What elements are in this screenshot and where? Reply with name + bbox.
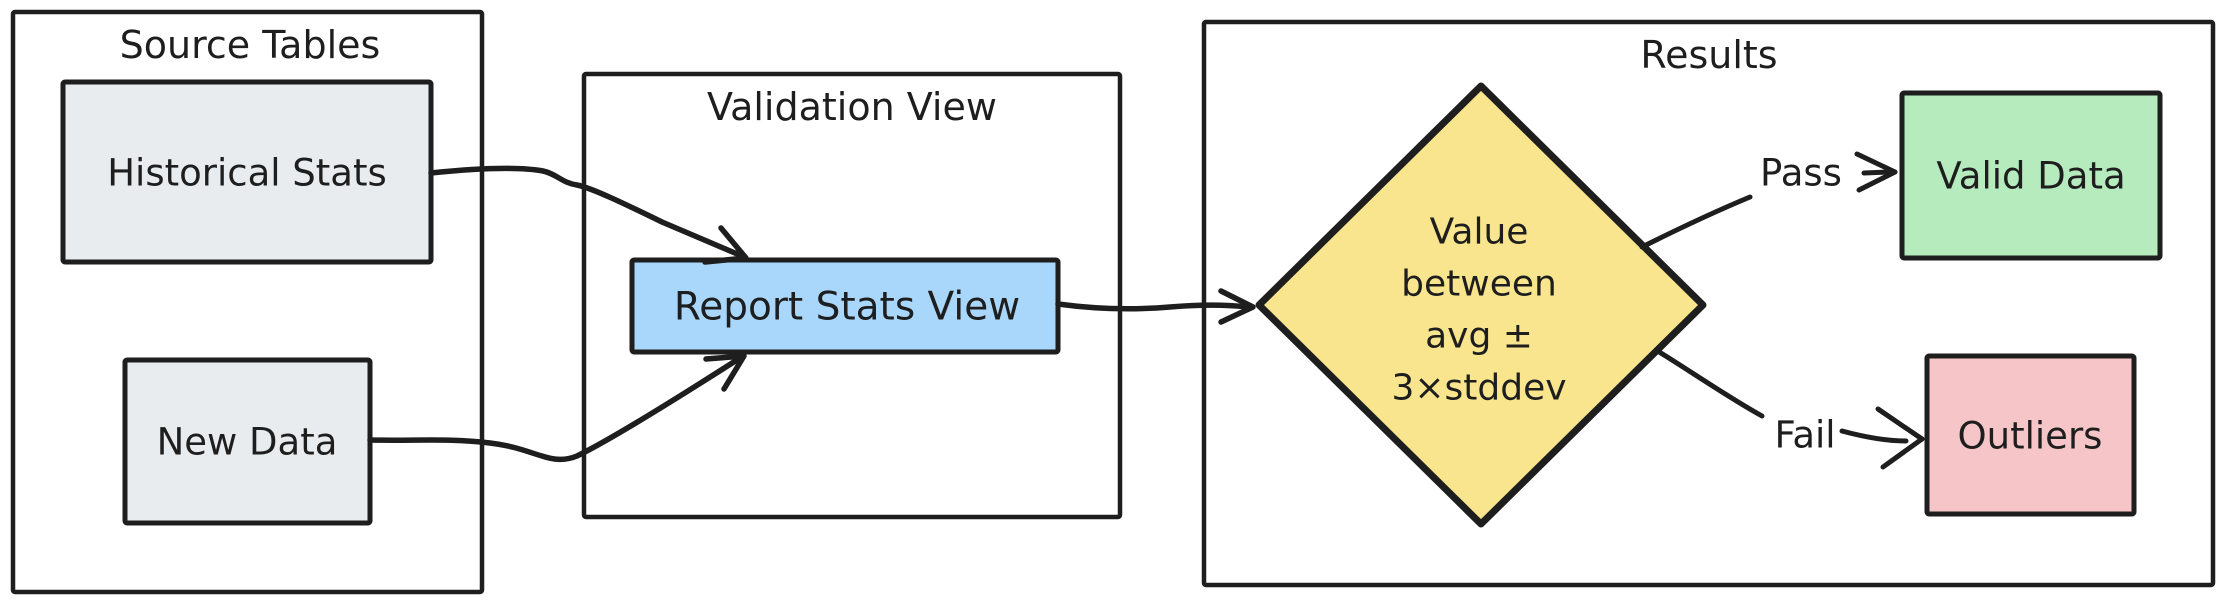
decision-diamond-node: Value between avg ± 3×stddev <box>1255 82 1707 528</box>
fail-connector-line <box>1653 347 1765 419</box>
pass-arrow-lower-stroke <box>1856 169 1898 193</box>
pass-label: Pass <box>1760 152 1842 195</box>
valid-data-label: Valid Data <box>1936 155 2125 198</box>
source-tables-container: Source Tables <box>10 9 485 595</box>
source-tables-title: Source Tables <box>120 23 381 67</box>
source-tables-frame <box>10 9 485 595</box>
edge-newdata-to-report <box>367 353 747 463</box>
fail-arrow-upper-stroke <box>1875 406 1925 442</box>
report-stats-view-label: Report Stats View <box>674 285 1020 330</box>
fail-arrow-icon <box>1839 406 1925 470</box>
edge-decision-pass: Pass <box>1639 151 1898 250</box>
edge-report-to-decision-line <box>1055 301 1251 312</box>
pass-connector-line <box>1639 194 1753 250</box>
historical-stats-node: Historical Stats <box>60 79 434 265</box>
edge-newdata-to-report-line <box>367 355 743 463</box>
edge-historical-to-report-line <box>428 165 745 259</box>
edge-historical-to-report-arrowhead-icon <box>702 225 749 265</box>
edge-decision-fail: Fail <box>1653 347 1925 470</box>
decision-line-1: Value <box>1430 212 1529 253</box>
pass-arrow-shaft-stroke <box>1861 169 1892 176</box>
validation-view-title: Validation View <box>707 85 997 129</box>
edge-historical-to-report <box>428 165 749 265</box>
edge-newdata-to-report-arrowhead-icon <box>703 353 747 392</box>
fail-arrow-lower-stroke <box>1880 436 1925 470</box>
decision-line-4: 3×stddev <box>1391 368 1566 409</box>
fail-arrow-shaft-stroke <box>1839 428 1909 444</box>
decision-line-3: avg ± <box>1425 316 1533 357</box>
valid-data-box <box>1899 90 2163 261</box>
new-data-node: New Data <box>122 357 373 526</box>
new-data-label: New Data <box>157 421 338 464</box>
validation-view-container: Validation View <box>581 71 1123 520</box>
valid-data-node: Valid Data <box>1899 90 2163 261</box>
pass-arrow-upper-stroke <box>1854 151 1898 175</box>
edge-report-to-decision <box>1055 288 1256 325</box>
validation-view-frame <box>581 71 1123 520</box>
outliers-box <box>1924 353 2137 517</box>
pass-arrow-icon <box>1854 151 1898 193</box>
decision-line-2: between <box>1401 264 1557 305</box>
historical-stats-label: Historical Stats <box>107 152 387 195</box>
fail-label: Fail <box>1774 414 1835 457</box>
results-title: Results <box>1640 33 1777 77</box>
edge-report-to-decision-arrowhead-icon <box>1218 288 1256 325</box>
decision-diamond <box>1255 82 1707 528</box>
outliers-label: Outliers <box>1958 415 2103 458</box>
report-stats-view-node: Report Stats View <box>629 257 1061 355</box>
outliers-node: Outliers <box>1924 353 2137 517</box>
